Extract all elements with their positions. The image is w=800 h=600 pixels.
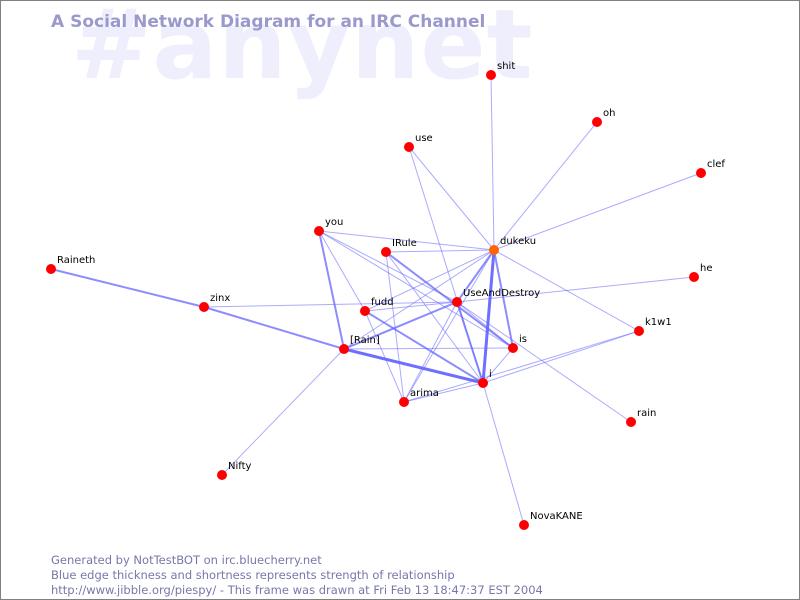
edge-IRule-is — [385, 251, 514, 349]
edge-he-UseAndDestroy — [456, 276, 695, 303]
edge-you-is — [318, 230, 514, 349]
diagram-title: A Social Network Diagram for an IRC Chan… — [51, 12, 486, 32]
edge-Rain-Nifty — [221, 348, 345, 476]
edge-dukeku-i — [481, 249, 496, 384]
edge-fudd-i — [364, 310, 484, 384]
node-IRule — [381, 247, 391, 257]
node-label: is — [519, 334, 527, 345]
edge-dukeku-Rain — [343, 249, 495, 350]
node-label: he — [700, 263, 713, 274]
node-use — [404, 142, 414, 152]
node-label: IRule — [392, 238, 417, 249]
node-label: shit — [497, 61, 515, 72]
footer-legend: Blue edge thickness and shortness repres… — [51, 568, 455, 582]
node-label: rain — [637, 408, 656, 419]
node-label: use — [415, 133, 433, 144]
node-dukeku — [489, 245, 499, 255]
node-label: dukeku — [500, 236, 536, 247]
edge-fudd-UseAndDestroy — [364, 301, 458, 312]
node-NovaKANE — [519, 520, 529, 530]
footer-generated: Generated by NotTestBOT on irc.bluecherr… — [51, 553, 322, 567]
node-label: Nifty — [228, 461, 252, 472]
edge-IRule-i — [385, 251, 484, 384]
node-arima — [399, 397, 409, 407]
node-shit — [486, 70, 496, 80]
node-label: zinx — [210, 293, 230, 304]
edge-use-dukeku — [408, 146, 495, 251]
edge-dukeku-UseAndDestroy — [456, 249, 495, 303]
node-label: Raineth — [57, 255, 95, 266]
node-label: [Rain] — [350, 335, 380, 346]
edge-k1w1-i — [482, 330, 640, 384]
edge-you-Rain — [318, 230, 345, 350]
edge-i-arima — [403, 382, 484, 403]
edge-shit-dukeku — [490, 74, 495, 251]
node-clef — [696, 168, 706, 178]
node-label: UseAndDestroy — [463, 288, 540, 299]
node-label: you — [325, 217, 343, 228]
node-label: arima — [410, 388, 439, 399]
node-oh — [592, 117, 602, 127]
edge-zinx-Rain — [203, 306, 345, 350]
edge-you-dukeku — [318, 230, 495, 251]
edge-i-is — [482, 347, 514, 384]
node-zinx — [199, 302, 209, 312]
edge-zinx-UseAndDestroy — [203, 301, 458, 308]
node-label: NovaKANE — [530, 511, 583, 522]
node-Rain — [339, 344, 349, 354]
edge-clef-dukeku — [493, 172, 702, 251]
node-rain — [626, 417, 636, 427]
edge-UseAndDestroy-i — [456, 301, 484, 384]
edge-dukeku-fudd — [364, 249, 495, 312]
edge-i-NovaKANE — [482, 382, 525, 526]
edge-k1w1-arima — [403, 330, 640, 403]
edge-you-fudd — [318, 230, 366, 312]
node-label: k1w1 — [645, 317, 672, 328]
node-label: oh — [603, 108, 615, 119]
node-Nifty — [217, 470, 227, 480]
node-i — [478, 378, 488, 388]
edge-Rain-i — [343, 347, 484, 385]
edge-dukeku-k1w1 — [493, 249, 640, 332]
edge-fudd-arima — [364, 310, 405, 403]
edge-UseAndDestroy-rain — [456, 301, 632, 423]
node-UseAndDestroy — [452, 297, 462, 307]
edge-dukeku-is — [493, 249, 514, 349]
edge-IRule-dukeku — [385, 249, 495, 253]
edge-UseAndDestroy-Rain — [343, 301, 458, 350]
node-label: i — [489, 369, 492, 380]
edge-dukeku-arima — [403, 249, 495, 403]
edge-Raineth-zinx — [50, 268, 205, 308]
channel-watermark: #anynet — [71, 0, 534, 101]
edge-Rain-is — [343, 347, 514, 350]
node-label: fudd — [371, 297, 394, 308]
edge-UseAndDestroy-is — [456, 301, 514, 349]
footer: Generated by NotTestBOT on irc.bluecherr… — [51, 553, 543, 598]
edge-oh-dukeku — [493, 121, 598, 251]
node-fudd — [360, 306, 370, 316]
node-label: clef — [707, 159, 725, 170]
node-k1w1 — [634, 326, 644, 336]
node-he — [689, 272, 699, 282]
node-Raineth — [46, 264, 56, 274]
node-is — [508, 343, 518, 353]
node-you — [314, 226, 324, 236]
footer-url-timestamp: http://www.jibble.org/piespy/ - This fra… — [51, 583, 543, 597]
